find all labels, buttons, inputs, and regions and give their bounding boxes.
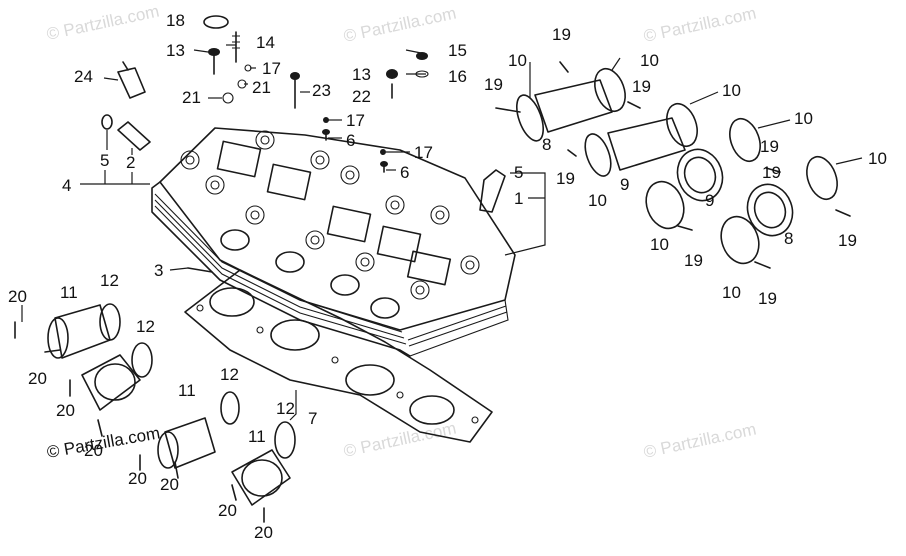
callout-15: 15: [448, 41, 467, 60]
callout-18: 18: [166, 11, 185, 30]
intake-boots: [495, 61, 851, 269]
callout-12: 12: [100, 271, 119, 290]
callout-5: 5: [514, 163, 523, 182]
callout-1: 1: [514, 189, 523, 208]
callout-20: 20: [160, 475, 179, 494]
callout-20: 20: [84, 441, 103, 460]
callout-11: 11: [60, 283, 78, 302]
callout-21: 21: [182, 88, 201, 107]
callout-11: 11: [248, 427, 266, 446]
callout-19: 19: [552, 25, 571, 44]
head-gasket: [184, 269, 493, 443]
watermark-top-left: © Partzilla.com: [45, 2, 161, 44]
cap-18: [203, 15, 229, 29]
callout-labels: 18 14 13 17 21 21 24 23 13 22 15 16 17 6…: [8, 11, 887, 542]
callout-22: 22: [352, 87, 371, 106]
callout-20: 20: [218, 501, 237, 520]
callout-7: 7: [308, 409, 317, 428]
callout-20: 20: [8, 287, 27, 306]
callout-20: 20: [28, 369, 47, 388]
callout-20: 20: [128, 469, 147, 488]
callout-23: 23: [312, 81, 331, 100]
callout-19: 19: [758, 289, 777, 308]
watermark-top-center: © Partzilla.com: [342, 4, 458, 46]
callout-3: 3: [154, 261, 163, 280]
callout-14: 14: [256, 33, 275, 52]
callout-17: 17: [414, 143, 433, 162]
callout-17: 17: [262, 59, 281, 78]
small-hardware: [101, 15, 506, 273]
callout-10: 10: [722, 81, 741, 100]
callout-13: 13: [352, 65, 371, 84]
callout-8: 8: [542, 135, 551, 154]
callout-20: 20: [56, 401, 75, 420]
watermark-bottom-center: © Partzilla.com: [342, 419, 458, 461]
callout-20: 20: [254, 523, 273, 542]
callout-13: 13: [166, 41, 185, 60]
callout-10: 10: [868, 149, 887, 168]
callout-9: 9: [705, 191, 714, 210]
callout-19: 19: [632, 77, 651, 96]
callout-12: 12: [136, 317, 155, 336]
callout-19: 19: [838, 231, 857, 250]
callout-16: 16: [448, 67, 467, 86]
callout-19: 19: [762, 163, 781, 182]
callout-9: 9: [620, 175, 629, 194]
callout-10: 10: [650, 235, 669, 254]
watermark-top-right: © Partzilla.com: [642, 4, 758, 46]
callout-8: 8: [784, 229, 793, 248]
callout-10: 10: [722, 283, 741, 302]
callout-5: 5: [100, 151, 109, 170]
callout-11: 11: [178, 381, 196, 400]
callout-10: 10: [794, 109, 813, 128]
callout-10: 10: [588, 191, 607, 210]
cylinder-head: [151, 127, 516, 357]
callout-10: 10: [508, 51, 527, 70]
callout-6: 6: [346, 131, 355, 150]
callout-17: 17: [346, 111, 365, 130]
callout-12: 12: [220, 365, 239, 384]
callout-21: 21: [252, 78, 271, 97]
callout-4: 4: [62, 176, 71, 195]
leader-lines: [21, 44, 863, 421]
callout-2: 2: [126, 153, 135, 172]
carb-holders: [14, 303, 296, 523]
callout-6: 6: [400, 163, 409, 182]
watermark-bottom-right: © Partzilla.com: [642, 420, 758, 462]
watermark-bottom-left: © Partzilla.com: [45, 423, 161, 462]
callout-19: 19: [556, 169, 575, 188]
callout-12: 12: [276, 399, 295, 418]
callout-19: 19: [484, 75, 503, 94]
callout-10: 10: [640, 51, 659, 70]
callout-19: 19: [760, 137, 779, 156]
callout-24: 24: [74, 67, 93, 86]
callout-19: 19: [684, 251, 703, 270]
